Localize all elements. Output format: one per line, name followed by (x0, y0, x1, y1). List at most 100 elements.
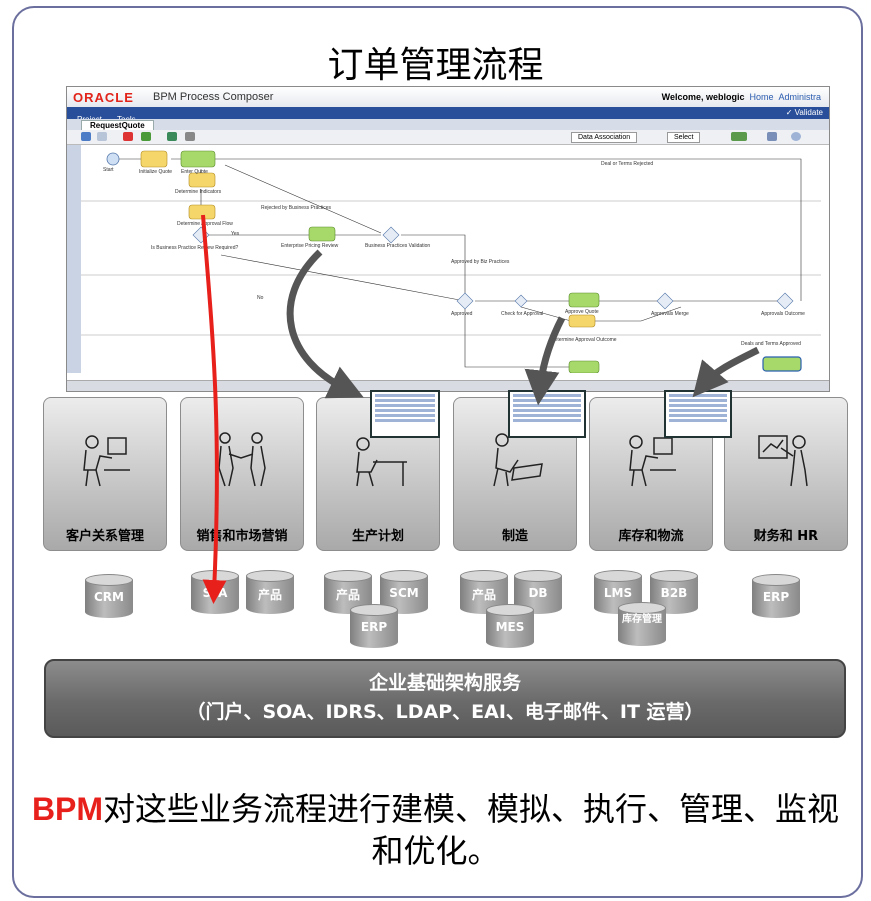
person-at-computer-icon (83, 435, 130, 487)
bottom-caption-text: 对这些业务流程进行建模、模拟、执行、管理、监视和优化。 (103, 790, 840, 870)
admin-link[interactable]: Administra (778, 92, 821, 102)
db-label: ERP (762, 590, 790, 604)
data-association-button[interactable]: Data Association (571, 132, 638, 143)
node-label: Initialize Quote (139, 169, 173, 175)
node-label: Approved (451, 311, 473, 317)
task-enter-quote (180, 150, 216, 168)
delete-icon[interactable] (123, 132, 133, 141)
welcome-text: Welcome, weblogic (661, 92, 745, 102)
infra-services: （门户、SOA、IDRS、LDAP、EAI、电子邮件、IT 运营） (186, 701, 704, 723)
dept-sales: 销售和市场营销 (180, 397, 304, 551)
task-approve-quote (568, 292, 600, 308)
db-label-text: 库存管理 (622, 614, 662, 625)
db-label: ERP (360, 620, 388, 634)
gateway-icon[interactable] (767, 132, 777, 141)
dept-crm: 客户关系管理 (43, 397, 167, 551)
node-label: Approvals Outcome (761, 311, 805, 317)
node-label: Determine Approval Outcome (551, 337, 617, 343)
dept-label: 财务和 HR (753, 529, 819, 544)
flow-label: No (257, 295, 264, 301)
infra-title: 企业基础架构服务 (368, 672, 521, 694)
handshake-icon (218, 432, 266, 487)
flow-label: Deals and Terms Approved (741, 341, 801, 347)
task-determine-indicators (188, 172, 216, 188)
dept-label: 销售和市场营销 (196, 529, 288, 544)
db-cylinder: MES (486, 604, 534, 648)
bpm-composer-window: ORACLE BPM Process Composer Welcome, web… (66, 86, 830, 392)
person-at-desk-icon (356, 437, 407, 487)
db-cylinder: 库存管理 (618, 602, 666, 646)
flow-label: Yes (231, 231, 240, 237)
task-final-approved (568, 360, 600, 374)
home-link[interactable]: Home (749, 92, 774, 102)
gateway-practices-outcome (382, 226, 400, 244)
flow-label: Rejected by Business Practices (261, 205, 332, 211)
dept-label: 制造 (501, 529, 528, 544)
oracle-logo: ORACLE (73, 90, 134, 105)
db-label: SCM (389, 586, 419, 600)
process-canvas: Start Initialize Quote Enter Quote Deter… (81, 145, 821, 374)
db-label: SFA (202, 586, 228, 600)
node-label: Enterprise Pricing Review (281, 243, 339, 249)
back-icon[interactable] (81, 132, 91, 141)
task-initialize-quote (140, 150, 168, 168)
db-cylinder: ERP (350, 604, 398, 648)
node-label: Enter Quote (181, 169, 208, 175)
person-at-computer-icon (629, 435, 676, 487)
flow-label: Approved by Biz Practices (451, 259, 510, 265)
db-cylinder: ERP (752, 574, 800, 618)
dept-finance-hr: 财务和 HR (724, 397, 848, 551)
swimlane-labels (67, 145, 81, 373)
tab-request-quote[interactable]: RequestQuote (81, 120, 154, 131)
event-icon[interactable] (791, 132, 801, 141)
dept-label: 库存和物流 (618, 529, 684, 544)
bpm-highlight: BPM (31, 791, 104, 827)
validate-button[interactable]: ✓ Validate (785, 108, 823, 117)
gateway-approvals-outcome (776, 292, 794, 310)
tab-bar: RequestQuote (67, 119, 829, 131)
node-label: Approve Quote (565, 309, 599, 315)
db-label: MES (495, 620, 525, 634)
db-label: 产品 (471, 588, 496, 602)
select-button[interactable]: Select (667, 132, 701, 143)
start-event (106, 152, 120, 166)
db-cylinder: 产品 (246, 570, 294, 614)
toolbar: Data Association Select (67, 130, 829, 145)
gateway-review-required (192, 226, 210, 244)
validate-label: Validate (794, 108, 823, 117)
activity-icon[interactable] (731, 132, 747, 141)
node-label: Check for Approval (501, 311, 544, 317)
db-cylinder: SFA (191, 570, 239, 614)
bottom-caption: BPM对这些业务流程进行建模、模拟、执行、管理、监视和优化。 (30, 788, 841, 872)
edit-icon[interactable] (141, 132, 151, 141)
task-determine-approval-outcome (568, 314, 596, 328)
copy-icon[interactable] (167, 132, 177, 141)
task-deals-approved (762, 356, 802, 372)
db-label: 库存管理 (618, 614, 666, 625)
oracle-header: ORACLE BPM Process Composer Welcome, web… (67, 87, 829, 107)
db-label: 产品 (257, 588, 282, 602)
node-label: Determine Approval Flow (177, 221, 233, 227)
welcome-bar: Welcome, weblogic Home Administra (662, 92, 821, 102)
app-screenshot-thumbnail (664, 390, 732, 438)
app-screenshot-thumbnail (370, 390, 440, 438)
flow-label: Deal or Terms Rejected (601, 161, 654, 167)
node-label: Determine Indicators (175, 189, 222, 195)
gateway-approved (456, 292, 474, 310)
db-label: LMS (603, 586, 633, 600)
flow-label: Is Business Practice Review Required? (151, 245, 239, 251)
process-diagram (81, 150, 821, 374)
forward-icon[interactable] (97, 132, 107, 141)
task-enterprise-pricing-review (308, 226, 336, 242)
slide-title: 订单管理流程 (327, 45, 544, 86)
enterprise-infrastructure-bar: 企业基础架构服务 （门户、SOA、IDRS、LDAP、EAI、电子邮件、IT 运… (44, 659, 846, 738)
product-name: BPM Process Composer (153, 91, 274, 103)
horizontal-scrollbar[interactable] (67, 380, 829, 391)
person-writing-icon (493, 433, 543, 487)
db-label: 产品 (335, 588, 360, 602)
app-screenshot-thumbnail (508, 390, 586, 438)
node-label: Business Practices Validation (365, 243, 431, 249)
print-icon[interactable] (185, 132, 195, 141)
menu-bar: Project Tools ✓ Validate (67, 107, 829, 124)
gateway-approvals-merge (656, 292, 674, 310)
